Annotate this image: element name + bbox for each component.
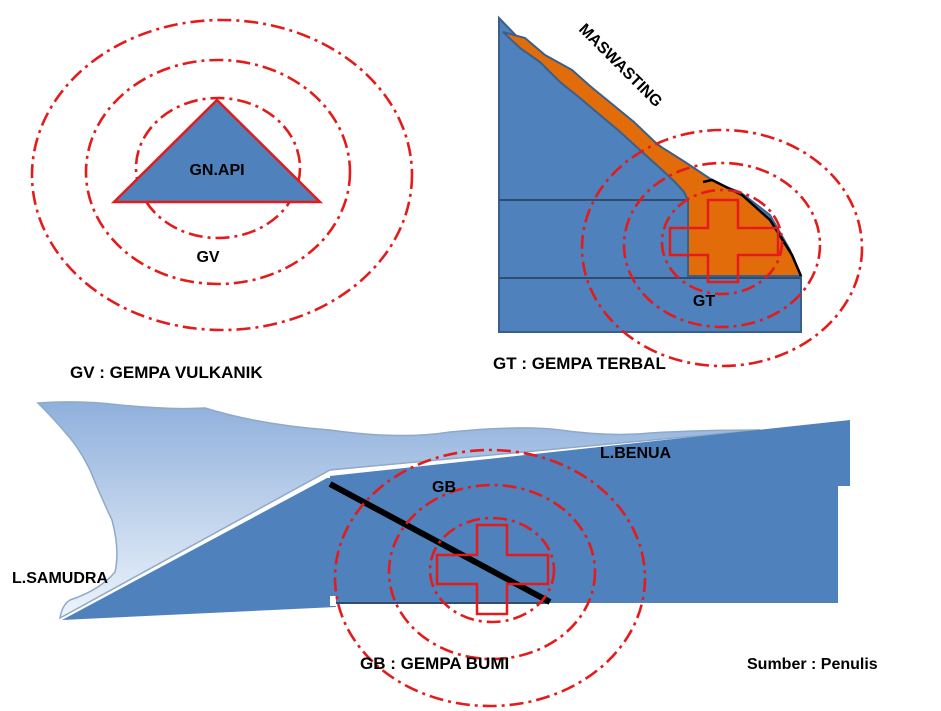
- gv-inner-ring: [134, 96, 302, 240]
- gt-caption: GT : GEMPA TERBAL: [493, 354, 666, 373]
- gt-middle-ring: [622, 161, 822, 329]
- gb-outer-ring: [333, 448, 647, 708]
- gt-inner-ring: [660, 188, 784, 296]
- gv-caption: GV : GEMPA VULKANIK: [70, 363, 263, 382]
- oceanic-plate-label: L.SAMUDRA: [12, 570, 108, 587]
- gt-outer-ring: [580, 128, 864, 368]
- volcano-triangle: [110, 98, 324, 204]
- gb-caption: GB : GEMPA BUMI: [360, 654, 509, 673]
- continental-plate: [330, 420, 850, 603]
- gb-inner-ring: [428, 516, 556, 624]
- gb-middle-ring: [387, 483, 597, 661]
- gv-panel: GN.API GV GV : GEMPA VULKANIK: [30, 18, 414, 382]
- ocean-water: [36, 401, 761, 620]
- gv-epicenter-label: GV: [196, 249, 219, 266]
- volcano-label: GN.API: [189, 162, 244, 179]
- cliff-surface-line: [702, 178, 803, 277]
- gv-outer-ring: [30, 18, 414, 332]
- gb-panel: L.BENUA L.SAMUDRA GB GB : GEMPA BUMI: [12, 401, 850, 708]
- gt-panel: MASWASTING GT GT : GEMPA TERBAL: [493, 15, 864, 373]
- source-note: Sumber : Penulis: [747, 656, 878, 673]
- gb-epicenter-cross: [435, 523, 550, 616]
- gv-middle-ring: [84, 58, 352, 286]
- gb-epicenter-label: GB: [432, 479, 456, 496]
- continental-plate-label: L.BENUA: [600, 445, 672, 462]
- gt-epicenter-label: GT: [693, 293, 715, 310]
- oceanic-plate: [62, 478, 336, 620]
- gt-epicenter-cross: [668, 198, 780, 284]
